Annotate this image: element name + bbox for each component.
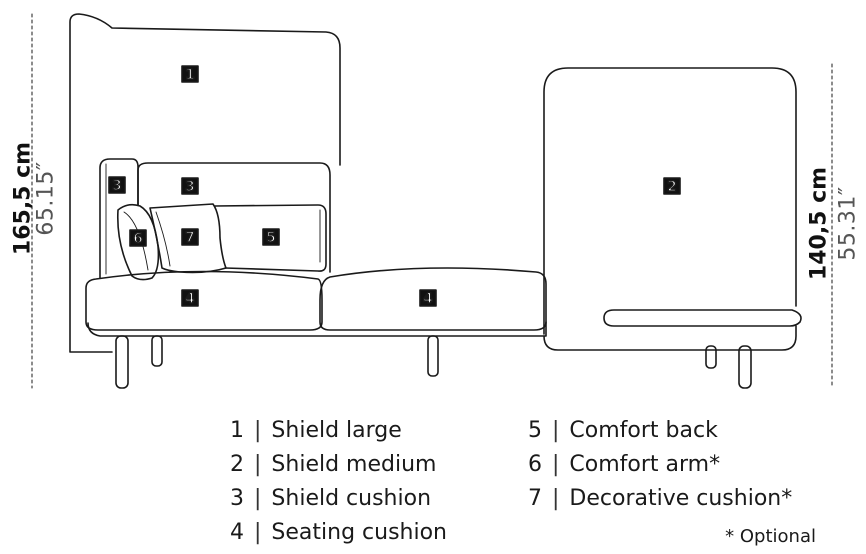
legend-item: 3|Shield cushion [230, 486, 432, 511]
tag-shield-cushion-arm: 3 [108, 176, 126, 195]
svg-text:3: 3 [112, 178, 122, 194]
comfort-arm [116, 203, 160, 281]
svg-text:5: 5 [266, 230, 276, 246]
right-height-inch: 55.31″ [835, 186, 861, 261]
base-frame [87, 321, 547, 337]
tag-shield-large: 1 [181, 65, 199, 84]
svg-text:7: 7 [185, 230, 195, 246]
comfort-back [214, 204, 327, 272]
legend-item: 1|Shield large [230, 418, 402, 443]
legend-item: 5|Comfort back [528, 418, 718, 443]
legend-item: 4|Seating cushion [230, 520, 448, 545]
armrest [603, 309, 802, 327]
svg-text:4: 4 [185, 291, 195, 307]
tag-shield-medium: 2 [663, 177, 681, 196]
shield-large [69, 13, 341, 353]
tag-comfort-arm: 6 [129, 229, 147, 248]
svg-text:1: 1 [185, 67, 195, 83]
tag-decorative-cushion: 7 [181, 228, 199, 247]
right-height-cm: 140,5 cm [806, 166, 832, 281]
shield-cushion-arm [99, 158, 139, 279]
tag-comfort-back: 5 [262, 228, 280, 247]
tag-seating-cushion-left: 4 [181, 289, 199, 308]
svg-text:4: 4 [423, 291, 433, 307]
left-height-inch: 65.15″ [33, 161, 59, 236]
legend-item: 7|Decorative cushion* [528, 486, 793, 511]
seating-cushion-middle [319, 267, 547, 331]
left-height-cm: 165,5 cm [10, 141, 36, 256]
optional-note: * Optional [725, 526, 816, 547]
legend-right: 5|Comfort back 6|Comfort arm* 7|Decorati… [524, 414, 792, 516]
tag-seating-cushion-middle: 4 [419, 289, 437, 308]
tag-shield-cushion-back: 3 [181, 177, 199, 196]
legs [115, 335, 752, 389]
svg-text:6: 6 [133, 231, 143, 247]
legend-left: 1|Shield large 2|Shield medium 3|Shield … [226, 414, 447, 550]
legend-item: 6|Comfort arm* [528, 452, 721, 477]
shield-medium [543, 67, 797, 351]
seating-cushion-left [85, 270, 323, 331]
sofa-drawing: 1 2 3 3 5 6 7 4 4 [31, 13, 833, 389]
svg-text:2: 2 [667, 179, 677, 195]
shield-cushion-back [137, 162, 331, 273]
legend-item: 2|Shield medium [230, 452, 437, 477]
svg-text:3: 3 [185, 179, 195, 195]
